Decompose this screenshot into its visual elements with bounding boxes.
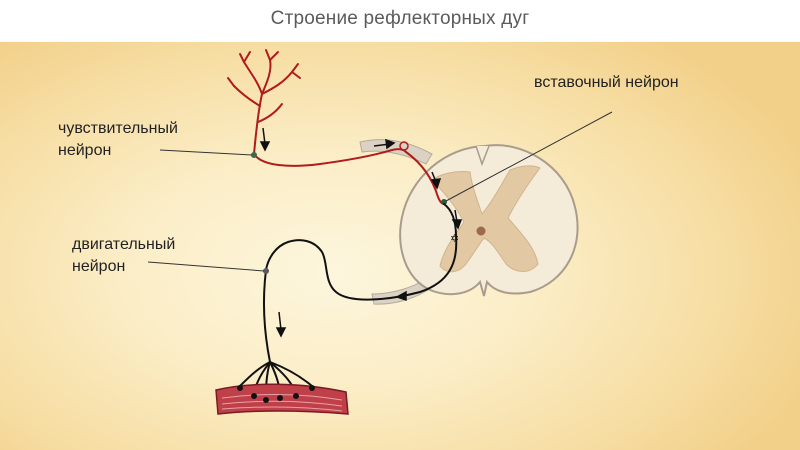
central-canal — [476, 226, 486, 236]
label-sensory-line2: нейрон — [58, 142, 112, 159]
direction-arrows — [259, 127, 463, 338]
motor-neuron — [239, 203, 458, 399]
label-sensory-line1: чувствительный — [58, 120, 178, 137]
synapse-star-icon: ✡ — [450, 232, 459, 245]
diagram-panel: ✡ чувствительный — [0, 42, 800, 450]
interneuron-marker — [441, 199, 447, 205]
sensory-neuron-marker — [251, 152, 257, 158]
label-motor-neuron: двигательный нейрон — [72, 234, 175, 278]
label-interneuron-text: вставочный нейрон — [534, 74, 679, 91]
label-interneuron: вставочный нейрон — [534, 72, 679, 94]
spinal-cord-section — [359, 139, 579, 305]
muscle — [215, 383, 349, 415]
leader-lines — [147, 111, 613, 272]
spinal-ganglion-neuron — [399, 141, 409, 151]
label-motor-line2: нейрон — [72, 258, 126, 275]
gray-matter — [431, 165, 541, 273]
page-title: Строение рефлекторных дуг — [270, 8, 530, 29]
motor-neuron-marker — [263, 268, 269, 274]
sensory-neuron — [227, 49, 445, 205]
reflex-arc-diagram: ✡ — [147, 49, 613, 415]
label-sensory-neuron: чувствительный нейрон — [58, 118, 178, 162]
label-motor-line1: двигательный — [72, 236, 176, 253]
